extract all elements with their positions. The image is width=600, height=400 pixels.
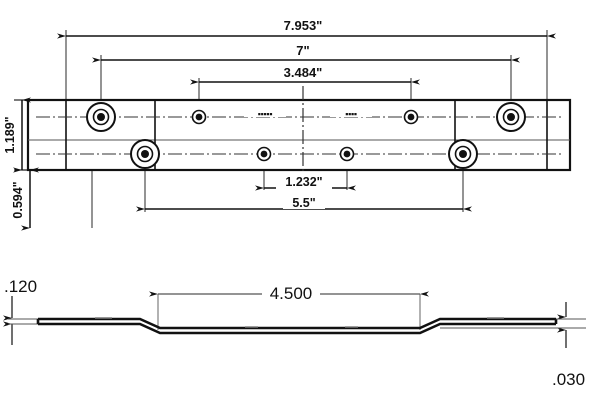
hole-lower-right bbox=[448, 139, 478, 169]
offset-flat-length-label: 4.500 bbox=[270, 284, 313, 303]
side-view: .120 4.500 bbox=[3, 277, 586, 389]
outer-hole-spacing-label: 7" bbox=[296, 43, 309, 58]
dimension-overall-width: 1.189" bbox=[3, 97, 31, 173]
lower-outer-spacing-label: 5.5" bbox=[292, 196, 315, 210]
dimension-lower-outer-spacing: 5.5" bbox=[136, 194, 472, 212]
center-note-right-bg bbox=[330, 109, 372, 117]
dimension-offset-flat-length: 4.500 bbox=[149, 283, 429, 330]
offset-step-height-label: .030 bbox=[552, 370, 585, 389]
inner-hole-spacing-label-bg bbox=[272, 64, 334, 79]
dimension-lower-inner-spacing: 1.232" bbox=[255, 174, 356, 191]
material-thickness-label: .120 bbox=[4, 277, 37, 296]
center-note-right-label: ▪▪▪▪ bbox=[345, 109, 357, 119]
overall-width-label: 1.189" bbox=[3, 116, 17, 153]
dimension-offset-step-height: .030 bbox=[440, 302, 586, 389]
hole-lower-left bbox=[130, 139, 160, 169]
hole-lower-mid-right bbox=[339, 146, 355, 162]
profile-bottom-surface bbox=[38, 322, 556, 335]
hole-upper-left bbox=[86, 102, 116, 132]
hole-upper-mid-right bbox=[403, 109, 419, 125]
hole-upper-mid-left bbox=[191, 109, 207, 125]
profile-top-surface bbox=[38, 317, 556, 330]
overall-length-label: 7.953" bbox=[284, 18, 323, 33]
dimension-material-thickness: .120 bbox=[3, 277, 42, 345]
dimension-overall-length: 7.953" bbox=[57, 16, 556, 39]
lower-inner-spacing-label: 1.232" bbox=[285, 175, 322, 189]
lower-outer-spacing-label-bg bbox=[283, 194, 325, 209]
dimension-lower-row-offset: 0.594" bbox=[11, 167, 39, 231]
dimension-inner-hole-spacing: 3.484" bbox=[190, 64, 420, 85]
dimension-outer-hole-spacing: 7" bbox=[92, 42, 520, 63]
inner-hole-spacing-label: 3.484" bbox=[284, 65, 323, 80]
center-annotations: ▪▪▪▪▪ ▪▪▪▪ bbox=[244, 109, 372, 119]
hole-lower-mid-left bbox=[256, 146, 272, 162]
profile-hole-marks bbox=[95, 317, 504, 328]
lower-row-offset-label: 0.594" bbox=[11, 181, 25, 218]
plate-outline bbox=[26, 98, 572, 172]
plan-view: 7.953" 7" 3.484" bbox=[3, 16, 572, 231]
overall-length-label-bg bbox=[272, 16, 334, 32]
lower-inner-spacing-label-bg bbox=[276, 174, 332, 189]
offset-flat-length-label-bg bbox=[262, 283, 320, 301]
center-note-left-bg bbox=[244, 109, 286, 117]
hole-upper-right bbox=[496, 102, 526, 132]
outer-hole-spacing-label-bg bbox=[285, 42, 321, 57]
center-note-left-label: ▪▪▪▪▪ bbox=[258, 109, 273, 119]
